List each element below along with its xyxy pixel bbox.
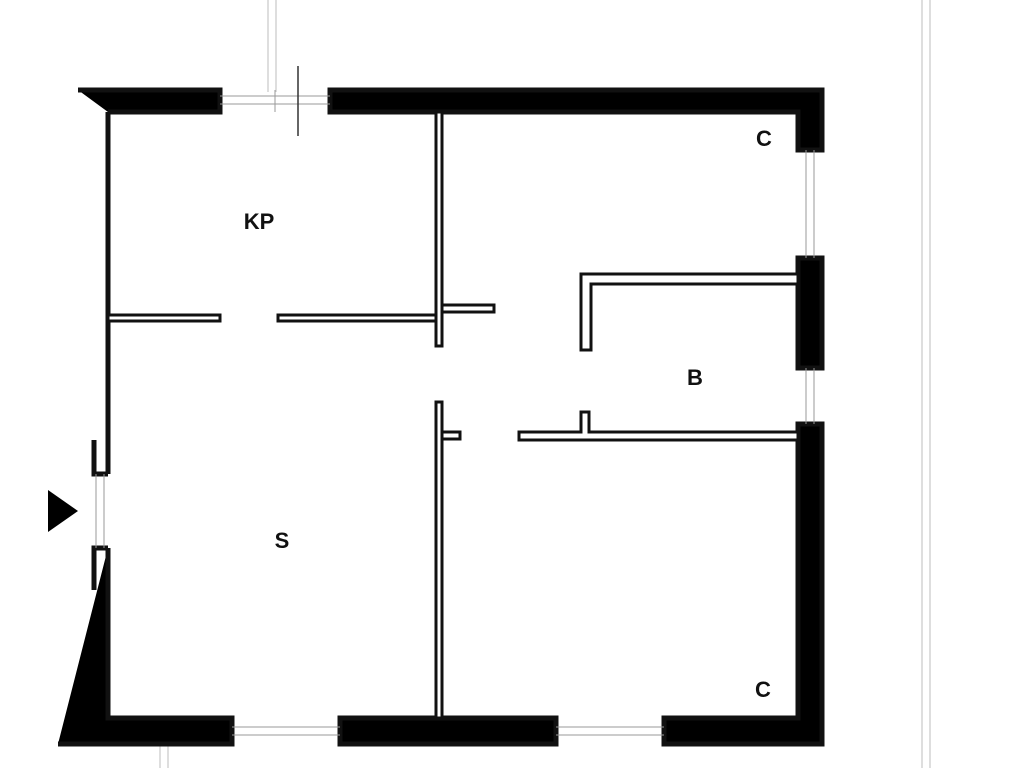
window-bottom-left bbox=[232, 726, 340, 736]
room-label-c-top: C bbox=[756, 126, 772, 151]
outer-wall-bottom-left bbox=[58, 548, 232, 744]
wall-kp-s-left bbox=[106, 313, 222, 323]
interior-walls bbox=[106, 110, 800, 720]
room-label-b: B bbox=[687, 365, 703, 390]
wall-bathroom-top bbox=[579, 272, 800, 352]
entrance-arrow-icon bbox=[48, 490, 78, 532]
wall-central-lower bbox=[434, 400, 444, 720]
window-bottom-right bbox=[556, 726, 664, 736]
surrounding-lines bbox=[159, 0, 931, 768]
window-top bbox=[220, 66, 330, 136]
outer-wall-bottom-middle bbox=[340, 718, 556, 744]
wall-central-upper bbox=[434, 110, 444, 348]
outer-walls bbox=[58, 90, 822, 744]
window-right-lower bbox=[805, 368, 815, 424]
room-label-s: S bbox=[275, 528, 290, 553]
wall-central-stub bbox=[440, 303, 496, 314]
room-label-kp: KP bbox=[244, 209, 275, 234]
wall-bathroom-bottom bbox=[517, 410, 800, 442]
entrance-door bbox=[91, 440, 108, 590]
outer-wall-strokes bbox=[58, 87, 825, 747]
outer-wall-right-pier bbox=[798, 258, 822, 368]
wall-kp-s-right bbox=[276, 313, 438, 323]
windows bbox=[220, 66, 815, 736]
outer-wall-bottom-right bbox=[664, 424, 822, 744]
outer-wall-top-right bbox=[330, 90, 822, 150]
room-label-c-bottom: C bbox=[755, 677, 771, 702]
wall-central-lower-stub bbox=[440, 430, 462, 441]
window-right-upper bbox=[805, 150, 815, 258]
outer-wall-top-left bbox=[78, 90, 220, 112]
